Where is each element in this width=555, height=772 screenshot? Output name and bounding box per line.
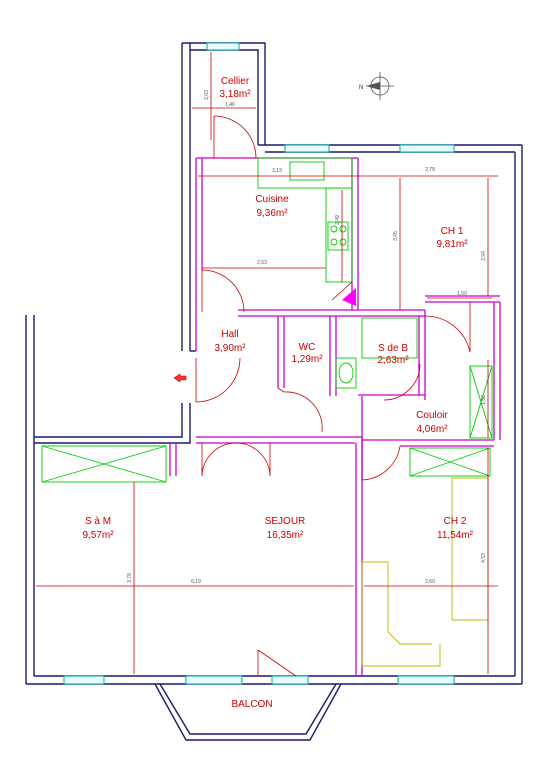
room-name-cuisine: Cuisine xyxy=(255,194,289,205)
door-sejour-right xyxy=(235,442,271,477)
room-name-sam: S à M xyxy=(85,516,111,527)
windows xyxy=(63,42,455,685)
partition-cuisine-ch1 xyxy=(351,158,359,310)
room-name-balcon: BALCON xyxy=(231,699,272,710)
partition-cuisine-bottom xyxy=(195,157,358,351)
kitchen-fixtures xyxy=(257,157,418,389)
burner-3 xyxy=(330,238,338,246)
door-cellier xyxy=(213,115,257,159)
window-cellier xyxy=(206,42,240,51)
dimension-texts: 1,46 2,03 3,13 2,78 2,53 2,49 3,65 3,94 … xyxy=(127,90,487,585)
dim-ch1-height-left: 3,65 xyxy=(393,231,399,241)
north-arrow-icon: N xyxy=(359,72,394,100)
partition-ch2-top xyxy=(362,439,494,447)
room-name-wc: WC xyxy=(299,342,316,353)
partition-sdb xyxy=(358,310,426,400)
wardrobe-couloir xyxy=(469,365,493,439)
ch2-furniture xyxy=(361,477,489,667)
duct-marker-icon xyxy=(342,288,356,306)
door-ch1 xyxy=(424,302,471,353)
counter-side xyxy=(325,187,353,283)
partitions xyxy=(169,157,501,676)
room-area-cuisine: 9,36m² xyxy=(256,208,288,219)
window-bottom-2 xyxy=(185,675,243,685)
dim-ch1-width: 2,78 xyxy=(425,167,435,173)
door-sejour-balcon xyxy=(257,649,297,677)
door-hall-cuisine xyxy=(201,269,245,313)
room-area-sam: 9,57m² xyxy=(82,530,114,541)
door-sdb xyxy=(383,363,421,401)
wardrobe-ch2-x xyxy=(409,447,491,477)
room-name-ch1: CH 1 xyxy=(441,226,464,237)
entry-arrow-icon xyxy=(173,373,187,383)
dim-cuisine-top: 3,13 xyxy=(272,168,282,174)
wc-sink xyxy=(335,357,357,389)
bed-ch2 xyxy=(361,477,489,667)
door-entry xyxy=(195,357,241,403)
room-name-ch2: CH 2 xyxy=(444,516,467,527)
cooktop xyxy=(327,221,349,251)
window-bottom-1 xyxy=(63,675,105,685)
room-area-sejour: 16,35m² xyxy=(267,530,304,541)
room-name-cellier: Cellier xyxy=(221,76,250,87)
room-area-cellier: 3,18m² xyxy=(219,89,251,100)
room-area-sdb: 2,63m² xyxy=(377,355,409,366)
dim-ch1-height-right: 3,94 xyxy=(481,251,487,261)
wall-cellier xyxy=(181,42,266,351)
door-wc xyxy=(277,387,323,433)
wall-left xyxy=(25,315,191,684)
partition-sejour-top xyxy=(196,436,363,676)
dim-ch2-width: 2,60 xyxy=(425,579,435,585)
counter-top xyxy=(257,157,353,189)
room-area-hall: 3,90m² xyxy=(214,343,246,354)
wardrobe-ch2 xyxy=(409,447,491,477)
room-name-hall: Hall xyxy=(221,329,238,340)
dim-sejour-width: 6,19 xyxy=(191,579,201,585)
room-area-wc: 1,29m² xyxy=(291,354,323,365)
partition-ch1-couloir xyxy=(425,295,501,440)
room-labels: Cellier 3,18m² Cuisine 9,36m² CH 1 9,81m… xyxy=(82,76,473,541)
window-cuisine xyxy=(284,144,330,153)
partition-sam-sejour xyxy=(169,443,177,476)
room-area-couloir: 4,06m² xyxy=(416,424,448,435)
dim-sam-height: 3,78 xyxy=(127,573,133,583)
window-bottom-3 xyxy=(271,675,309,685)
window-bottom-4 xyxy=(397,675,455,685)
balcony: BALCON xyxy=(154,683,342,741)
wall-right xyxy=(514,145,523,684)
balcony-outline xyxy=(154,683,342,741)
window-ch1 xyxy=(399,144,455,153)
room-area-ch2: 11,54m² xyxy=(437,530,474,541)
burner-2 xyxy=(339,225,347,233)
dim-couloir-side: 1,56 xyxy=(481,395,487,405)
dim-ch2-height: 4,53 xyxy=(481,553,487,563)
partition-hall-top xyxy=(238,309,425,317)
dim-cellier-height: 2,03 xyxy=(204,90,210,100)
burner-4 xyxy=(339,238,347,246)
room-name-couloir: Couloir xyxy=(416,410,448,421)
sdb-shower xyxy=(361,317,418,359)
wc-sink-bowl xyxy=(338,362,354,384)
exterior-walls xyxy=(25,42,523,685)
dim-cuisine-side: 2,49 xyxy=(335,215,341,225)
wardrobe-sam-x xyxy=(41,445,167,483)
room-name-sejour: SEJOUR xyxy=(265,516,306,527)
door-sejour-left xyxy=(201,442,237,477)
door-ch2 xyxy=(361,445,401,481)
door-cuisine-ch1 xyxy=(331,281,353,301)
dim-cuisine-mid: 2,53 xyxy=(257,260,267,266)
north-label: N xyxy=(359,85,363,91)
doors xyxy=(173,115,471,677)
dim-couloir-top: 1,50 xyxy=(457,291,467,297)
sink xyxy=(289,161,325,181)
room-name-sdb: S de B xyxy=(378,343,408,354)
wardrobe-sam xyxy=(41,445,167,483)
room-area-ch1: 9,81m² xyxy=(436,239,468,250)
dimension-lines xyxy=(36,52,498,674)
dim-cellier-width: 1,46 xyxy=(225,102,235,108)
partition-wc xyxy=(277,316,337,396)
burner-1 xyxy=(330,225,338,233)
